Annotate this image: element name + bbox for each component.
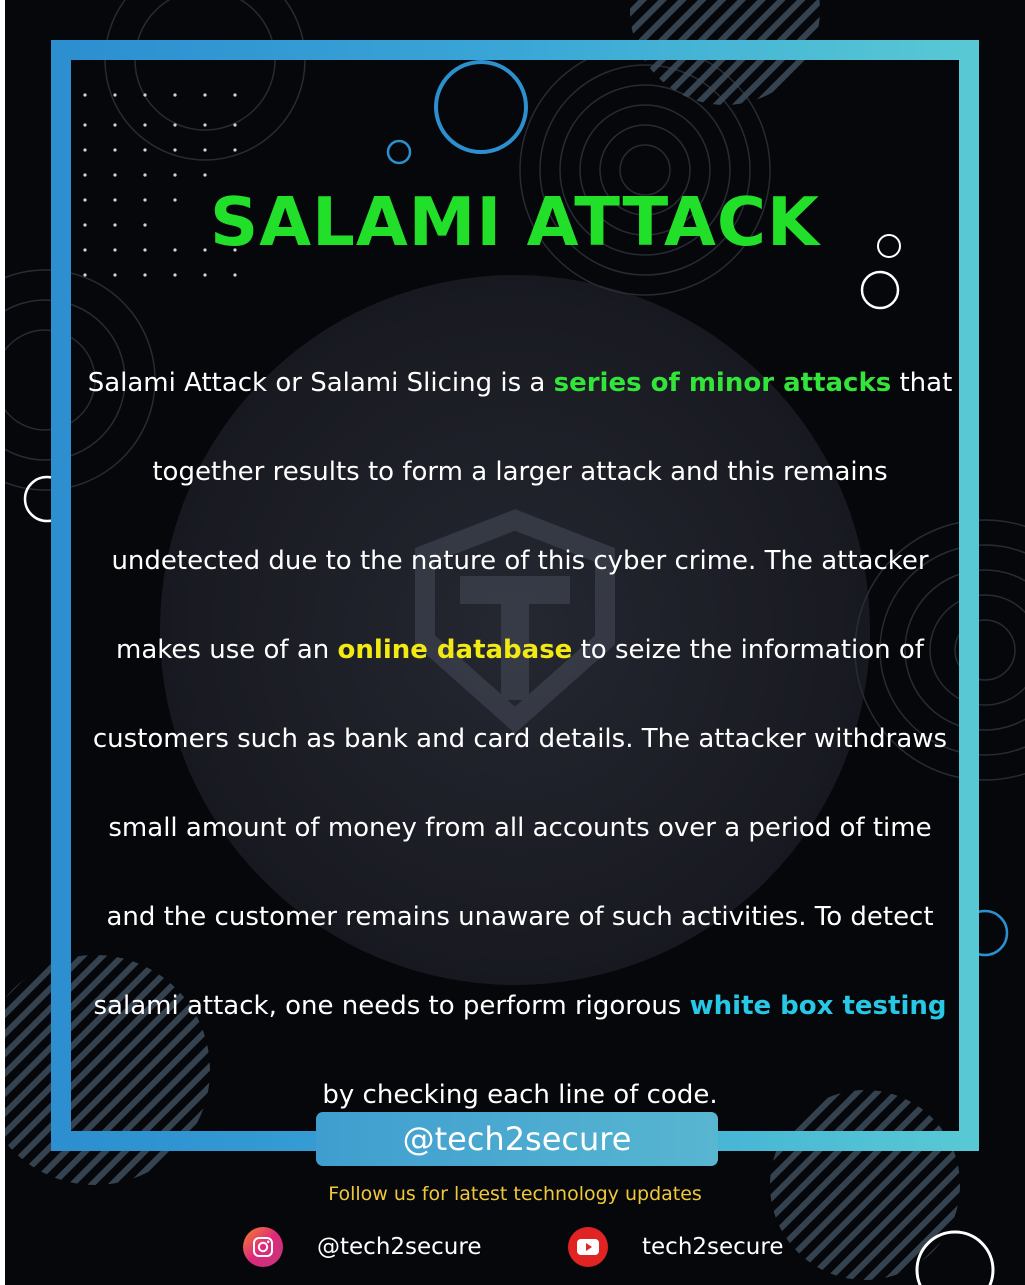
description-text: to seize the information of customers su…: [92, 635, 948, 1021]
content-frame: [51, 40, 979, 1151]
description-paragraph: Salami Attack or Salami Slicing is a ser…: [85, 339, 955, 1140]
highlight-online-database: online database: [337, 635, 573, 665]
poster: SALAMI ATTACK Salami Attack or Salami Sl…: [5, 0, 1025, 1285]
instagram-link[interactable]: @tech2secure: [243, 1227, 481, 1267]
instagram-icon: [243, 1227, 283, 1267]
outline-circle: [915, 1230, 995, 1285]
handle-banner[interactable]: @tech2secure: [316, 1112, 718, 1166]
description-text: that together results to form a larger a…: [111, 368, 953, 665]
follow-caption: Follow us for latest technology updates: [328, 1183, 702, 1205]
description-text: by checking each line of code.: [322, 1080, 718, 1110]
youtube-handle: tech2secure: [642, 1234, 784, 1260]
page-title: SALAMI ATTACK: [210, 183, 820, 261]
instagram-handle: @tech2secure: [317, 1234, 482, 1260]
youtube-link[interactable]: tech2secure: [568, 1227, 783, 1267]
youtube-icon: [568, 1227, 608, 1267]
description-text: Salami Attack or Salami Slicing is a: [87, 368, 554, 398]
highlight-white-box-testing: white box testing: [689, 991, 947, 1021]
highlight-minor-attacks: series of minor attacks: [553, 368, 892, 398]
